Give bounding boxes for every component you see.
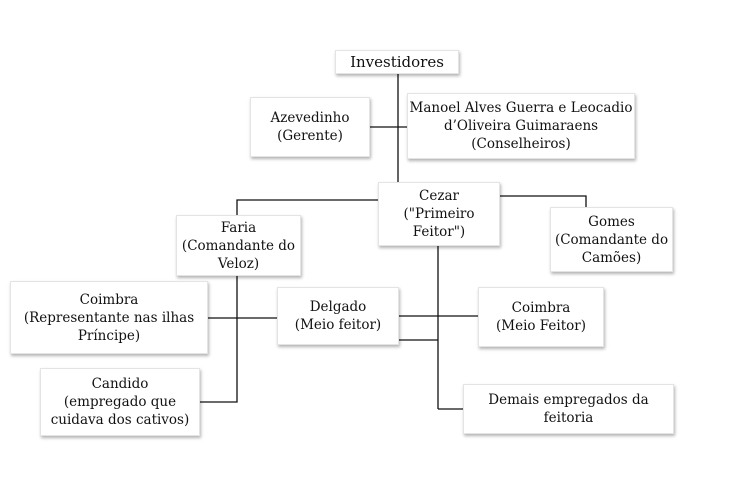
node-conselheiros-line1: Manoel Alves Guerra e Leocadio bbox=[409, 100, 633, 116]
node-gomes: Gomes (Comandante do Camões) bbox=[550, 207, 673, 272]
node-delgado-line1: Delgado bbox=[309, 299, 367, 315]
node-coimbra-principe-line3: Príncipe) bbox=[77, 327, 141, 344]
node-coimbra-principe-line1: Coimbra bbox=[79, 291, 139, 308]
node-cezar: Cezar ("Primeiro Feitor") bbox=[378, 182, 500, 246]
node-faria-line2: (Comandante do bbox=[181, 237, 296, 254]
node-gomes-line2: (Comandante do bbox=[554, 231, 669, 248]
connector-cezar-gomes bbox=[500, 195, 587, 207]
node-coimbra-principe: Coimbra (Representante nas ilhas Príncip… bbox=[10, 281, 208, 354]
node-demais: Demais empregados da feitoria bbox=[463, 384, 674, 434]
node-candido-line1: Candido bbox=[91, 376, 149, 392]
node-cezar-line1: Cezar bbox=[419, 188, 459, 204]
node-faria-line1: Faria bbox=[220, 219, 257, 236]
node-candido-line2: (empregado que bbox=[63, 394, 177, 410]
node-demais-line1: Demais empregados da bbox=[488, 392, 649, 408]
node-cezar-line2: ("Primeiro bbox=[403, 206, 475, 222]
node-candido: Candido (empregado que cuidava dos cativ… bbox=[40, 368, 200, 436]
node-gomes-line3: Camões) bbox=[581, 249, 642, 266]
connector-cezar-faria bbox=[236, 199, 378, 215]
node-faria-line3: Veloz) bbox=[217, 255, 260, 272]
node-coimbra-feitor: Coimbra (Meio Feitor) bbox=[478, 287, 604, 347]
node-coimbra-feitor-line1: Coimbra bbox=[511, 300, 571, 316]
node-azevedinho-line2: (Gerente) bbox=[277, 128, 343, 144]
node-delgado-line2: (Meio feitor) bbox=[294, 317, 382, 333]
node-faria: Faria (Comandante do Veloz) bbox=[176, 215, 301, 276]
node-conselheiros: Manoel Alves Guerra e Leocadio d’Oliveir… bbox=[407, 93, 635, 159]
node-demais-line2: feitoria bbox=[543, 410, 594, 426]
node-candido-line3: cuidava dos cativos) bbox=[50, 412, 190, 428]
node-conselheiros-line3: (Conselheiros) bbox=[471, 136, 571, 152]
node-azevedinho: Azevedinho (Gerente) bbox=[250, 97, 370, 157]
node-conselheiros-line2: d’Oliveira Guimaraens bbox=[443, 118, 599, 134]
node-cezar-line3: Feitor") bbox=[412, 224, 466, 240]
node-investidores-title: Investidores bbox=[350, 53, 444, 71]
node-coimbra-principe-line2: (Representante nas ilhas bbox=[23, 309, 195, 326]
node-delgado: Delgado (Meio feitor) bbox=[277, 287, 399, 345]
node-gomes-line1: Gomes bbox=[588, 213, 635, 230]
node-investidores: Investidores bbox=[335, 50, 459, 74]
node-azevedinho-line1: Azevedinho bbox=[270, 110, 350, 126]
node-coimbra-feitor-line2: (Meio Feitor) bbox=[495, 318, 587, 334]
